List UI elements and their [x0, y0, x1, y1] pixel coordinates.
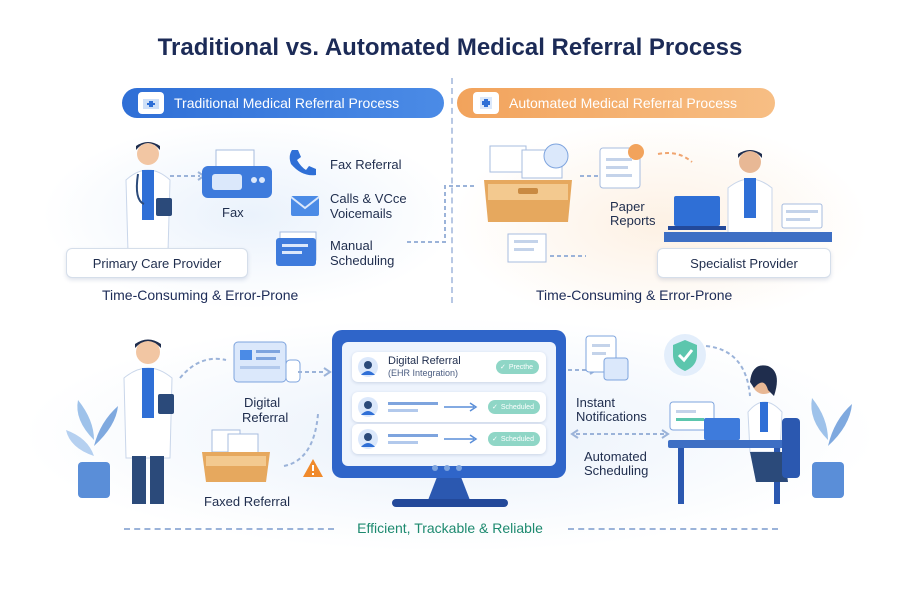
traditional-header-label: Traditional Medical Referral Process — [174, 95, 400, 111]
placeholder-line — [388, 409, 418, 412]
dashed-arrow — [705, 345, 751, 397]
user-avatar-icon — [358, 429, 378, 449]
specialist-at-desk-illustration — [668, 365, 800, 504]
dashed-arrow — [283, 413, 319, 467]
digital-line2: Referral — [242, 410, 289, 425]
paper-line2: Reports — [610, 213, 656, 228]
fax-label: Fax — [222, 205, 244, 220]
file-box-icon — [202, 429, 270, 482]
pagination-dots — [432, 465, 468, 471]
placeholder-line — [388, 441, 418, 444]
calls-line2: Voicemails — [330, 206, 393, 221]
scheduled-row[interactable]: ✓Scheduled — [352, 392, 546, 422]
placeholder-line — [388, 434, 438, 437]
paper-line1: Paper — [610, 199, 645, 214]
traditional-header: Traditional Medical Referral Process — [122, 88, 444, 118]
monitor-base — [392, 499, 508, 507]
specialist-doctor-illustration — [664, 150, 832, 242]
envelope-icon — [290, 196, 320, 216]
check-icon: ✓ — [492, 436, 498, 443]
dashed-arrow — [298, 367, 332, 377]
automated-line1: Automated — [584, 449, 647, 464]
manual-line2: Scheduling — [330, 253, 395, 268]
referral-row[interactable]: Digital Referral (EHR Integration) ✓Prec… — [352, 352, 546, 382]
medical-document-icon — [473, 92, 499, 114]
faxed-referral-label: Faxed Referral — [204, 494, 290, 509]
check-icon: ✓ — [492, 404, 498, 411]
status-badge: ✓Precthe — [496, 360, 539, 374]
manual-line1: Manual — [330, 238, 373, 253]
traditional-panel-background — [40, 120, 460, 310]
paper-stack-icon — [507, 233, 586, 263]
double-arrow — [570, 429, 670, 439]
automated-line2: Scheduling — [584, 463, 649, 478]
dashed-arrow — [657, 152, 693, 163]
instant-line2: Notifications — [576, 409, 647, 424]
document-stack-icon — [276, 231, 317, 266]
dashed-arrow — [407, 185, 475, 243]
user-avatar-icon — [358, 397, 378, 417]
automated-caption: Time-Consuming & Error-Prone — [536, 287, 733, 303]
referral-row-subtitle: (EHR Integration) — [388, 368, 459, 378]
status-badge: ✓Scheduled — [488, 400, 540, 414]
digital-document-icon — [233, 341, 301, 383]
arrow-right-icon — [444, 402, 478, 412]
fax-referral-label: Fax Referral — [330, 157, 402, 172]
specialist-provider-label: Specialist Provider — [657, 248, 831, 278]
phone-icon — [289, 150, 316, 176]
placeholder-line — [388, 402, 438, 405]
primary-care-provider-label: Primary Care Provider — [66, 248, 248, 278]
doctor-illustration — [125, 142, 172, 253]
arrow-right-icon — [444, 434, 478, 444]
footer-dashed-line — [568, 528, 778, 530]
scheduled-row[interactable]: ✓Scheduled — [352, 424, 546, 454]
page-title: Traditional vs. Automated Medical Referr… — [157, 34, 743, 61]
plant-right-illustration — [811, 398, 852, 498]
fax-machine-icon — [202, 149, 272, 198]
check-icon: ✓ — [500, 364, 506, 371]
automated-header: Automated Medical Referral Process — [457, 88, 775, 118]
instant-line1: Instant — [576, 395, 616, 410]
footer-dashed-line — [124, 528, 334, 530]
status-badge: ✓Scheduled — [488, 432, 540, 446]
security-shield-icon — [664, 334, 706, 376]
calls-line1: Calls & VCce — [330, 191, 407, 206]
warning-icon — [303, 459, 323, 477]
file-drawer-icon — [484, 143, 572, 222]
document-icon — [599, 144, 644, 189]
traditional-caption: Time-Consuming & Error-Prone — [102, 287, 299, 303]
dashed-arrow — [179, 357, 227, 379]
digital-line1: Digital — [244, 395, 281, 410]
notification-document-icon — [585, 335, 629, 381]
plant-left-illustration — [66, 400, 118, 498]
section-divider — [451, 78, 453, 303]
doctor-with-tablet-illustration — [123, 339, 174, 504]
user-avatar-icon — [358, 357, 378, 377]
footer-tagline: Efficient, Trackable & Reliable — [357, 520, 543, 536]
referral-row-title: Digital Referral — [388, 355, 461, 367]
automated-header-label: Automated Medical Referral Process — [509, 95, 737, 111]
hospital-icon — [138, 92, 164, 114]
